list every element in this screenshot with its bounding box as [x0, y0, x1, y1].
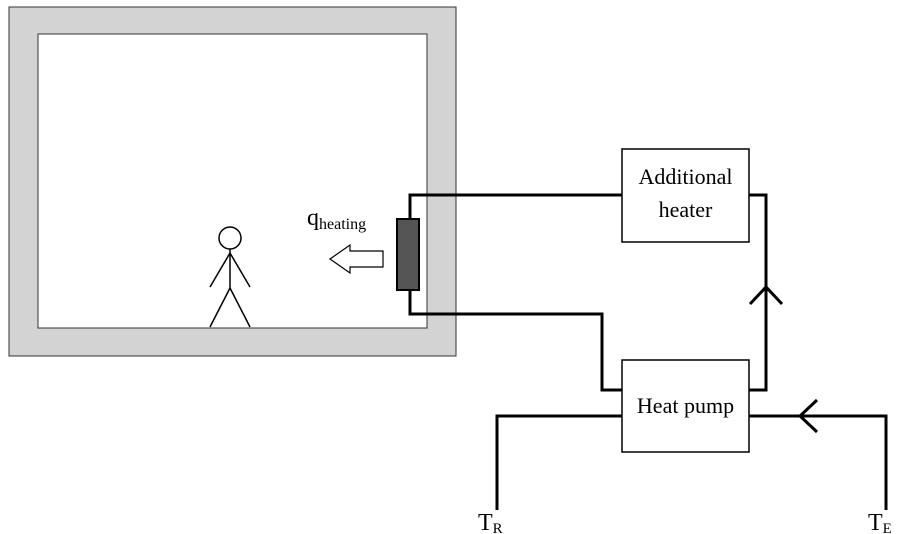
heat-flow-arrow-icon	[328, 243, 384, 275]
additional-heater: Additional heater	[621, 148, 750, 243]
flow-direction-left-icon	[797, 398, 819, 434]
additional-heater-label-line2: heater	[659, 197, 713, 222]
radiator	[396, 218, 420, 291]
pipes	[408, 193, 888, 510]
additional-heater-label-line1: Additional	[638, 164, 732, 189]
heat-pump: Heat pump	[621, 359, 750, 453]
heat-pump-label: Heat pump	[637, 393, 734, 418]
q-heating-label: qheating	[307, 205, 366, 233]
flow-direction-up-icon	[748, 284, 784, 306]
person-icon	[209, 226, 251, 328]
t-e-label: TE	[868, 510, 892, 534]
building-interior	[37, 33, 428, 329]
t-r-label: TR	[478, 510, 503, 534]
building	[8, 6, 457, 357]
